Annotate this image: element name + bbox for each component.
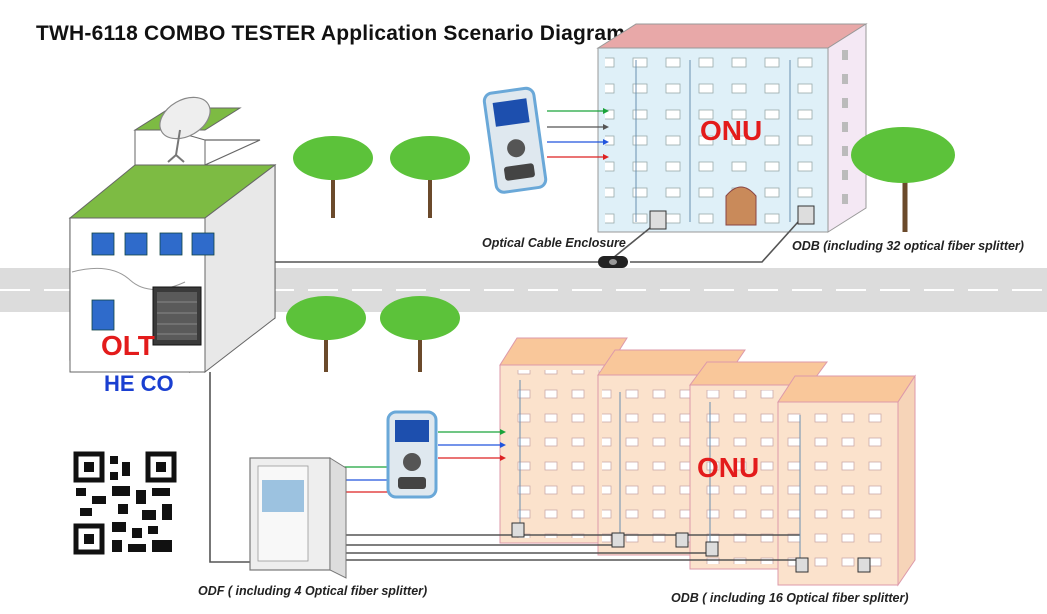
odf-label: ODF ( including 4 Optical fiber splitter… [198, 584, 428, 598]
diagram-title: TWH-6118 COMBO TESTER Application Scenar… [36, 22, 626, 45]
olt-label: OLT [101, 330, 155, 361]
onu-building-top [596, 23, 868, 233]
olt-rack-icon [152, 286, 202, 346]
tree-icon [286, 296, 366, 372]
satellite-dish-icon [159, 96, 211, 163]
splitter-box-icon [649, 205, 815, 230]
odf-cabinet-icon [249, 457, 347, 579]
he-co-label: HE CO [104, 371, 174, 396]
he-co-building [68, 107, 277, 374]
optical-cable-enclosure-label: Optical Cable Enclosure [482, 236, 626, 250]
tester-device-icon [386, 410, 438, 499]
cable-enclosure-icon [598, 256, 628, 268]
odb-bottom-label: ODB ( including 16 Optical fiber splitte… [671, 591, 909, 605]
odb-top-label: ODB (including 32 optical fiber splitter… [792, 239, 1024, 253]
qr-code-icon [72, 450, 178, 556]
tree-icon [390, 136, 470, 218]
onu-bottom-label: ONU [697, 452, 760, 483]
tree-icon [293, 136, 373, 218]
tree-icon [380, 296, 460, 372]
tester-device-icon [482, 86, 548, 194]
signal-arrows-top [547, 108, 609, 160]
tree-icon [851, 127, 955, 232]
onu-top-label: ONU [700, 115, 763, 146]
splitter-box-icon [511, 522, 871, 573]
fiber-lines [209, 221, 801, 563]
